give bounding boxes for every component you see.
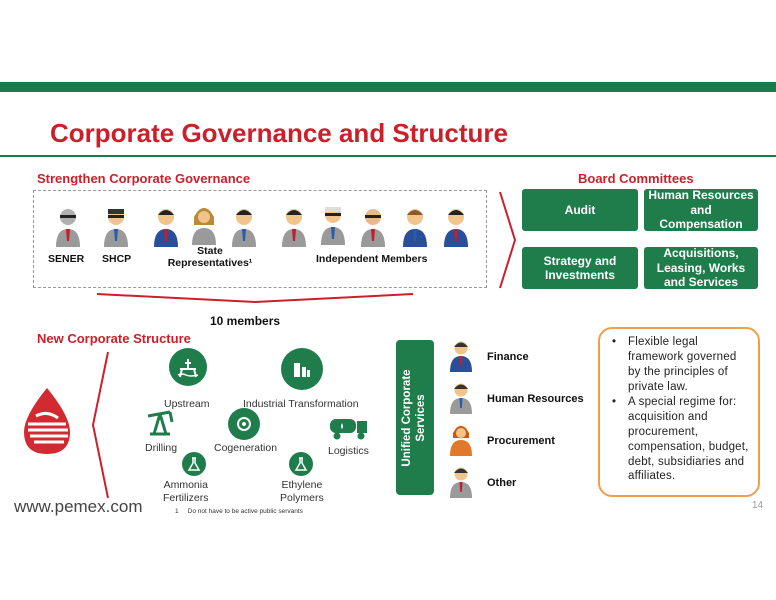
- cogeneration-label: Cogeneration: [214, 442, 278, 454]
- person-icon: [361, 209, 385, 247]
- finance-person-icon: [450, 341, 472, 372]
- person-icon: [321, 207, 345, 245]
- pemex-logo: [24, 388, 70, 454]
- person-icon: [444, 209, 468, 247]
- committee-acquisitions: Acquisitions, Leasing, Works and Service…: [644, 246, 758, 289]
- drilling-label: Drilling: [145, 442, 178, 454]
- person-icon: [232, 209, 256, 247]
- person-icon: [282, 209, 306, 247]
- person-icon: [104, 209, 128, 247]
- members-total-label: 10 members: [210, 314, 281, 328]
- structure-heading: New Corporate Structure: [37, 331, 191, 346]
- independent-members-label: Independent Members: [316, 253, 428, 265]
- special-regime-bullet: A special regime for: acquisition and pr…: [610, 395, 750, 485]
- unified-services-bar: Unified Corporate Services: [396, 340, 434, 495]
- governance-heading: Strengthen Corporate Governance: [37, 171, 251, 186]
- board-members-box: SENER SHCP State Representatives¹ Indepe…: [33, 190, 487, 288]
- flask-icon: [289, 452, 313, 476]
- legal-framework-bullet: Flexible legal framework governed by the…: [610, 335, 750, 395]
- cogeneration-icon: [228, 408, 260, 440]
- committee-human-resources: Human Resources and Compensation: [644, 188, 758, 231]
- title-divider: [0, 155, 776, 157]
- ammonia-fertilizers-label: Ammonia Fertilizers: [163, 479, 209, 505]
- shcp-label: SHCP: [102, 253, 132, 265]
- page-number: 14: [752, 500, 764, 511]
- pumpjack-icon: [147, 410, 174, 436]
- person-icon: [154, 209, 178, 247]
- procurement-person-icon: [450, 425, 472, 456]
- logistics-label: Logistics: [328, 445, 369, 457]
- legal-framework-box: Flexible legal framework governed by the…: [598, 327, 760, 497]
- refinery-icon: [281, 348, 323, 390]
- service-procurement: Procurement: [487, 435, 555, 447]
- hr-person-icon: [450, 383, 472, 414]
- person-icon: [192, 208, 216, 245]
- top-band: [0, 82, 776, 92]
- footnote: 1 Do not have to be active public servan…: [175, 508, 303, 515]
- upstream-label: Upstream: [164, 398, 210, 410]
- unified-services-label: Unified Corporate Services: [401, 368, 427, 467]
- service-other: Other: [487, 477, 517, 489]
- committees-chevron: [499, 191, 517, 289]
- industrial-transformation-label: Industrial Transformation: [243, 398, 359, 410]
- website-link[interactable]: www.pemex.com: [14, 497, 143, 516]
- structure-chevron: [91, 351, 109, 499]
- page-title: Corporate Governance and Structure: [50, 118, 508, 148]
- tanker-truck-icon: [330, 419, 367, 440]
- flask-icon: [182, 452, 206, 476]
- service-human-resources: Human Resources: [487, 393, 584, 405]
- person-icon: [403, 209, 427, 247]
- state-representatives-label: State Representatives¹: [167, 245, 253, 269]
- members-bracket: [96, 293, 414, 304]
- person-icon: [56, 209, 80, 247]
- sener-label: SENER: [48, 253, 85, 265]
- committee-audit: Audit: [522, 189, 638, 231]
- oil-platform-icon: [169, 348, 207, 386]
- service-finance: Finance: [487, 351, 529, 363]
- ethylene-polymers-label: Ethylene Polymers: [280, 479, 324, 505]
- legal-framework-list: Flexible legal framework governed by the…: [610, 335, 750, 484]
- committee-strategy: Strategy and Investments: [522, 247, 638, 289]
- board-committees-heading: Board Committees: [578, 171, 694, 186]
- other-person-icon: [450, 467, 472, 498]
